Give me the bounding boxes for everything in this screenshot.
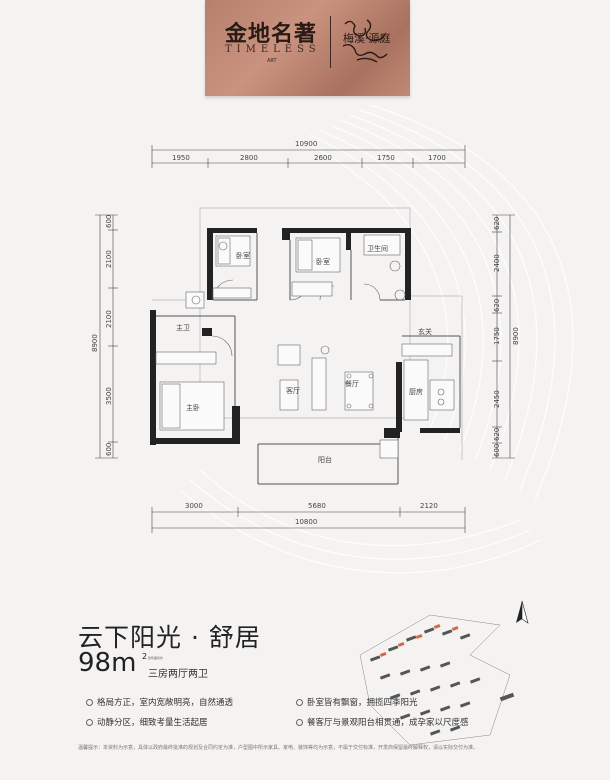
bullet-icon xyxy=(296,719,303,726)
logo-main-text: 金地名著 xyxy=(225,21,318,47)
page-title: 云下阳光 · 舒居 xyxy=(78,623,261,652)
right-dim-7: 600 xyxy=(493,444,501,457)
logo-tiny-text: ART xyxy=(267,58,277,64)
north-arrow-icon xyxy=(516,600,529,624)
site-buildings xyxy=(369,627,515,736)
area-value: 98m xyxy=(78,648,137,678)
layout-type: 三房两厅两卫 xyxy=(148,669,208,680)
feature-item: 格局方正，室内宽敞明亮，自然通透 xyxy=(86,696,233,708)
bottom-dim-1: 3000 xyxy=(185,502,203,510)
room-label-balcony: 阳台 xyxy=(318,455,332,464)
site-outline xyxy=(359,614,511,746)
walls xyxy=(150,228,460,445)
top-total-dim: 10900 xyxy=(295,140,317,148)
logo-divider xyxy=(330,16,331,68)
feature-text: 卧室皆有飘窗，拥揽四季阳光 xyxy=(307,698,418,708)
feature-text: 动静分区，细致考量生活起居 xyxy=(97,718,208,728)
top-dim-4: 1750 xyxy=(377,154,395,162)
site-highlight-buildings xyxy=(379,624,459,657)
floor-plan: 10900 1950 2800 2600 1750 1700 600 2100 … xyxy=(91,140,520,533)
logo-script-mark: 梅溪·源庭 xyxy=(342,19,391,63)
logo-script-text: 梅溪·源庭 xyxy=(343,31,391,45)
bottom-total-dim: 10800 xyxy=(295,518,317,526)
top-dim-1: 1950 xyxy=(172,154,190,162)
room-label-kitchen: 厨房 xyxy=(409,387,423,396)
right-dim-1: 620 xyxy=(493,217,501,230)
left-dim-4: 3500 xyxy=(105,387,113,405)
right-dim-3: 620 xyxy=(493,299,501,312)
right-total-dim: 8900 xyxy=(512,327,520,345)
room-label-bath-1: 卫生间 xyxy=(367,244,388,253)
left-total-dim: 8900 xyxy=(91,334,99,352)
logo-card: 金地名著 TIMELESS ART 梅溪·源庭 xyxy=(205,0,410,96)
area-note: 建筑面积约 xyxy=(148,656,164,660)
top-dim-2: 2800 xyxy=(240,154,258,162)
left-dim-1: 600 xyxy=(105,215,113,228)
right-dim-6: 620 xyxy=(493,428,501,441)
feature-item: 卧室皆有飘窗，拥揽四季阳光 xyxy=(296,696,418,708)
fixtures xyxy=(191,241,445,409)
left-dim-2: 2100 xyxy=(105,250,113,268)
room-label-entrance: 玄关 xyxy=(418,327,432,336)
feature-item: 动静分区，细致考量生活起居 xyxy=(86,716,208,728)
right-dim-5: 2450 xyxy=(493,390,501,408)
room-label-bedroom-1: 卧室 xyxy=(236,251,250,260)
right-dim-4: 1750 xyxy=(493,327,501,345)
room-label-dining: 餐厅 xyxy=(345,379,359,388)
site-plan-map xyxy=(359,600,529,746)
furniture xyxy=(155,234,455,459)
left-dim-5: 600 xyxy=(105,443,113,456)
top-dimension-lines xyxy=(151,145,466,168)
room-label-living: 客厅 xyxy=(286,386,300,395)
feature-text: 格局方正，室内宽敞明亮，自然通透 xyxy=(97,698,234,708)
right-dimension-lines xyxy=(492,214,515,459)
bullet-icon xyxy=(86,699,93,706)
left-dim-3: 2100 xyxy=(105,310,113,328)
bullet-icon xyxy=(296,699,303,706)
top-dim-3: 2600 xyxy=(314,154,332,162)
left-dimension-lines xyxy=(95,214,118,459)
area-superscript: 2 xyxy=(142,652,148,661)
bottom-dimension-lines xyxy=(151,507,466,533)
top-dim-5: 1700 xyxy=(428,154,446,162)
bullet-icon xyxy=(86,719,93,726)
disclaimer-text: 温馨提示：本资料为示意，具体以政府最终批准的规划及合同约定为准，户型图中所示家具… xyxy=(78,745,479,751)
outline-guides xyxy=(152,207,463,460)
bottom-dim-2: 5680 xyxy=(308,502,326,510)
right-dim-2: 2400 xyxy=(493,254,501,272)
bottom-dim-3: 2120 xyxy=(420,502,438,510)
room-label-master: 主卧 xyxy=(186,403,200,412)
room-label-bedroom-2: 卧室 xyxy=(316,257,330,266)
logo-sub-text: TIMELESS xyxy=(225,44,321,55)
room-label-bath-2: 主卫 xyxy=(176,323,190,332)
